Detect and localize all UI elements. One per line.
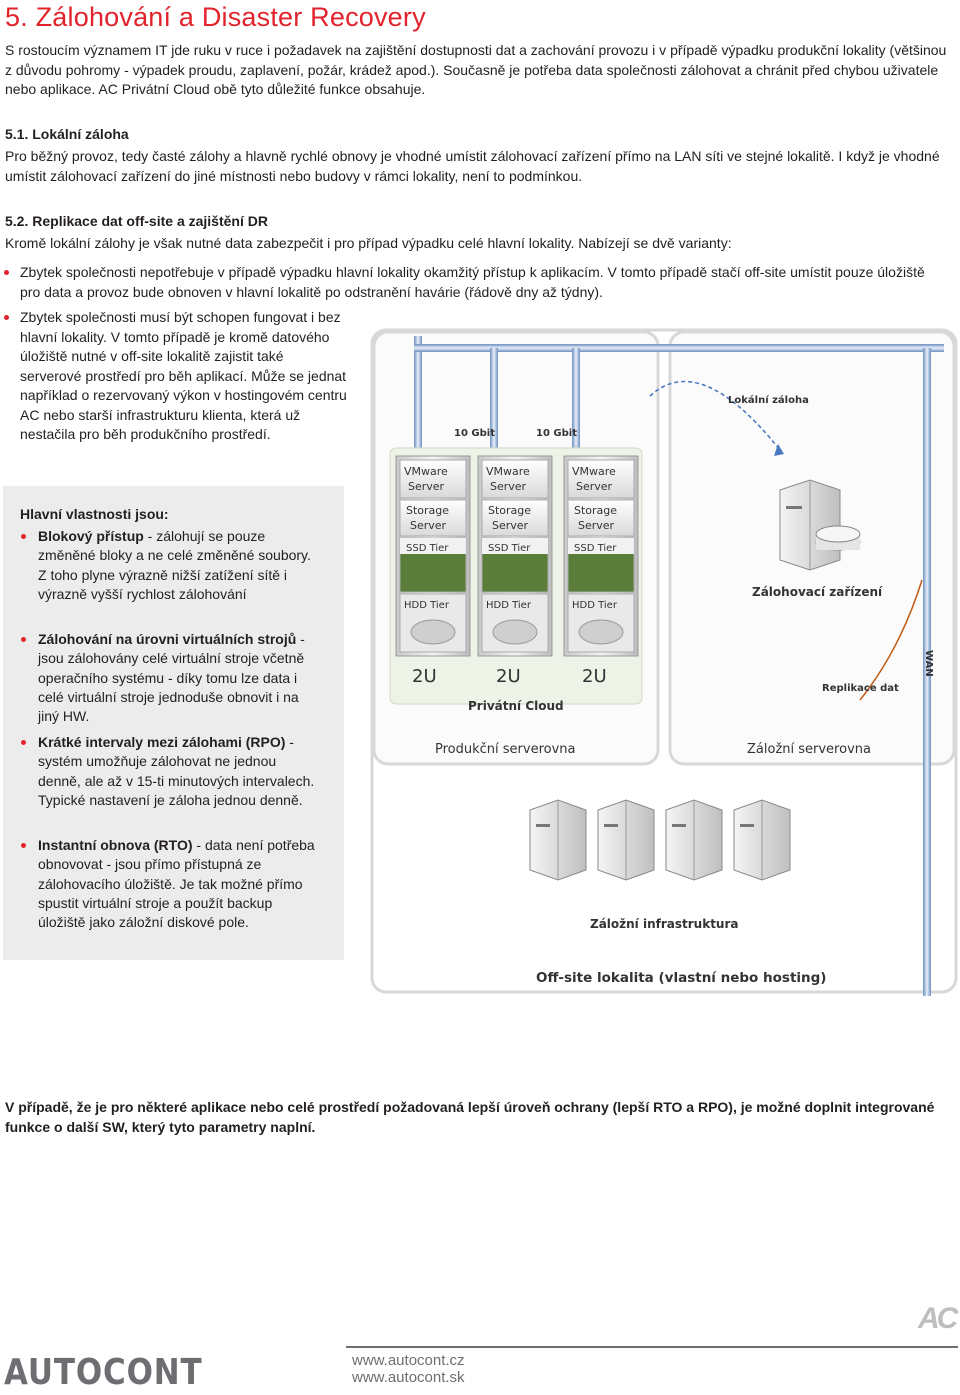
vmware-label-2: Server xyxy=(576,480,613,493)
section-5-2-title: 5.2. Replikace dat off-site a zajištění … xyxy=(5,213,268,229)
feature-item: Zálohování na úrovni virtuálních strojů … xyxy=(20,630,320,726)
storage-label-2: Server xyxy=(578,519,615,532)
dr-diagram: 10 Gbit 10 Gbit Lokální záloha VMware Se… xyxy=(370,328,958,996)
variant-list-2: Zbytek společnosti musí být schopen fung… xyxy=(3,308,348,445)
feature-bold: Instantní obnova (RTO) xyxy=(38,837,193,853)
storage-label-2: Server xyxy=(410,519,447,532)
feature-bold: Krátké intervaly mezi zálohami (RPO) xyxy=(38,734,286,750)
feature-item: Instantní obnova (RTO) - data není potře… xyxy=(20,836,320,932)
pipe-top xyxy=(414,344,944,352)
storage-label: Storage xyxy=(406,504,449,517)
server-stack-3: VMware Server Storage Server SSD Tier HD… xyxy=(563,455,639,687)
replication-label: Replikace dat xyxy=(822,683,899,694)
backup-infra-servers xyxy=(529,799,791,881)
storage-label-2: Server xyxy=(492,519,529,532)
variant-item: Zbytek společnosti nepotřebuje v případě… xyxy=(3,263,948,302)
feature-text: - systém umožňuje zálohovat ne jednou de… xyxy=(38,734,315,808)
page-title: 5. Zálohování a Disaster Recovery xyxy=(5,2,426,32)
server-stack-1: VMware Server Storage Server SSD Tier HD… xyxy=(395,455,471,687)
conclusion-paragraph: V případě, že je pro některé aplikace ne… xyxy=(5,1099,935,1135)
hdd-tier-label: HDD Tier xyxy=(404,600,450,611)
storage-label: Storage xyxy=(488,504,531,517)
feature-bold: Blokový přístup xyxy=(38,528,144,544)
feature-item: Blokový přístup - zálohují se pouze změn… xyxy=(20,527,320,604)
section-5-1-title: 5.1. Lokální záloha xyxy=(5,126,129,142)
backup-room-label: Záložní serverovna xyxy=(747,742,871,757)
features-box: Hlavní vlastnosti jsou: Blokový přístup … xyxy=(3,486,344,960)
hdd-tier-label: HDD Tier xyxy=(572,600,618,611)
vmware-label: VMware xyxy=(486,465,530,478)
production-room-label: Produkční serverovna xyxy=(435,742,576,757)
local-backup-arrow xyxy=(649,380,781,451)
offsite-frame xyxy=(370,328,958,994)
private-cloud-label: Privátní Cloud xyxy=(468,699,564,713)
section-5-2-text: Kromě lokální zálohy je však nutné data … xyxy=(5,235,732,251)
backup-device-label: Zálohovací zařízení xyxy=(752,585,883,599)
pipe-left xyxy=(414,336,422,456)
url-sk[interactable]: www.autocont.sk xyxy=(352,1369,465,1386)
url-cz[interactable]: www.autocont.cz xyxy=(352,1352,465,1369)
feature-text: - jsou zálohovány celé virtuální stroje … xyxy=(38,631,305,725)
ssd-tier-label: SSD Tier xyxy=(406,543,449,554)
vmware-label: VMware xyxy=(404,465,448,478)
local-backup-arrowhead xyxy=(774,444,784,456)
wan-label: WAN xyxy=(923,650,934,677)
ssd-tier-label: SSD Tier xyxy=(574,543,617,554)
features-title: Hlavní vlastnosti jsou: xyxy=(20,506,169,522)
hdd-tier-label: HDD Tier xyxy=(486,600,532,611)
pipe-mid-2 xyxy=(572,348,580,456)
pipe-mid-1 xyxy=(490,348,498,456)
variant-item: Zbytek společnosti musí být schopen fung… xyxy=(3,308,348,445)
size-label: 2U xyxy=(496,666,521,687)
feature-text: - data není potřeba obnovovat - jsou pří… xyxy=(38,837,315,931)
footer-divider xyxy=(346,1346,958,1348)
server-stack-2: VMware Server Storage Server SSD Tier HD… xyxy=(477,455,553,687)
size-label: 2U xyxy=(582,666,607,687)
variant-list: Zbytek společnosti nepotřebuje v případě… xyxy=(3,263,948,302)
ssd-tier-label: SSD Tier xyxy=(488,543,531,554)
section-5-1-text: Pro běžný provoz, tedy časté zálohy a hl… xyxy=(5,148,940,184)
local-backup-label: Lokální záloha xyxy=(728,394,809,406)
size-label: 2U xyxy=(412,666,437,687)
link-label-1: 10 Gbit xyxy=(454,428,495,439)
vmware-label-2: Server xyxy=(408,480,445,493)
vmware-label-2: Server xyxy=(490,480,527,493)
feature-text: - zálohují se pouze změněné bloky a ne c… xyxy=(38,528,311,602)
wan-pipe xyxy=(923,348,931,996)
replication-arrow xyxy=(859,579,923,701)
intro-paragraph: S rostoucím významem IT jde ruku v ruce … xyxy=(5,42,947,97)
storage-label: Storage xyxy=(574,504,617,517)
feature-bold: Zálohování na úrovni virtuálních strojů xyxy=(38,631,297,647)
offsite-label: Off-site lokalita (vlastní nebo hosting) xyxy=(536,970,826,986)
autocont-logo: AUTOCONT xyxy=(4,1352,203,1393)
backup-device-icon xyxy=(779,479,861,571)
ac-logo-mark: AC xyxy=(918,1302,958,1335)
backup-infra-label: Záložní infrastruktura xyxy=(590,917,738,931)
vmware-label: VMware xyxy=(572,465,616,478)
feature-item: Krátké intervaly mezi zálohami (RPO) - s… xyxy=(20,733,320,810)
link-label-2: 10 Gbit xyxy=(536,428,577,439)
